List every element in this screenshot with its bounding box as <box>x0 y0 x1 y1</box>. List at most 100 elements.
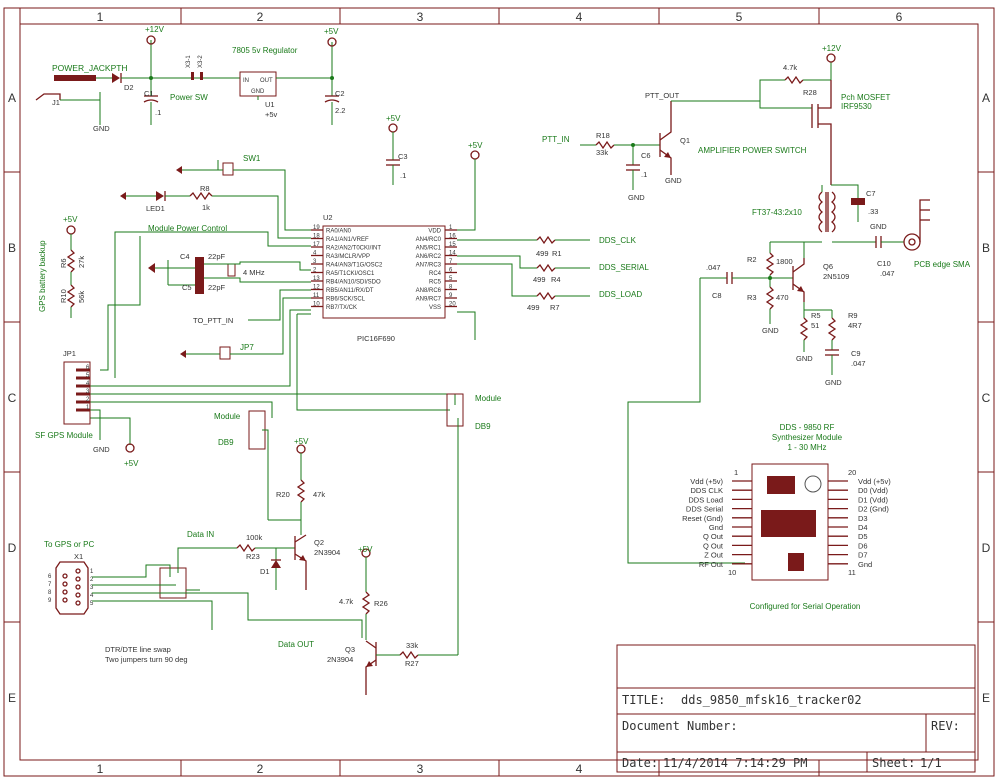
gnd-label-jp1: GND <box>93 445 110 454</box>
r2-value: 1800 <box>776 257 793 266</box>
r2-label: R2 <box>747 255 757 264</box>
power-supply-section: POWER_JACKPTH J1 GND D2 +12V C1 .1 Power… <box>35 25 345 133</box>
dds-left-pin-label: Q Out <box>703 541 724 550</box>
jp7-label: JP7 <box>240 343 254 352</box>
pcb-sma-label: PCB edge SMA <box>914 260 971 269</box>
swap-note-1: DTR/DTE line swap <box>105 645 171 654</box>
data-in-jumper <box>159 567 187 599</box>
col-label-1-bottom: 1 <box>97 762 104 776</box>
plus5v-label-gps: +5V <box>63 215 78 224</box>
row-label-e-right: E <box>982 691 990 705</box>
pic-pin-name: RB5/AN11/RX/DT <box>326 288 374 294</box>
pic-pin-name: RA1/AN1/VREF <box>326 237 369 243</box>
u1-label: U1 <box>265 100 275 109</box>
ft37-label: FT37-43:2x10 <box>752 208 802 217</box>
mosfet-label-2: IRF9530 <box>841 102 872 111</box>
r18-label: R18 <box>596 131 610 140</box>
power-sw-label: Power SW <box>170 93 208 102</box>
dds-module-body <box>751 463 829 581</box>
regulator-title: 7805 5v Regulator <box>232 46 298 55</box>
row-label-d-right: D <box>982 541 991 555</box>
power-jack-label: POWER_JACKPTH <box>52 63 128 73</box>
r27-value: 33k <box>406 641 418 650</box>
dds-pin-10: 10 <box>728 568 736 577</box>
r20-label: R20 <box>276 490 290 499</box>
dds-right-pin-label: D5 <box>858 532 868 541</box>
r7-label: R7 <box>550 303 560 312</box>
jp1-pin <box>76 384 90 388</box>
x1-pin-number: 4 <box>90 593 94 599</box>
x1-pin-number: 7 <box>48 582 52 588</box>
dds-9850-module: DDS - 9850 RF Synthesizer Module 1 - 30 … <box>682 423 891 611</box>
r4-value: 499 <box>533 275 546 284</box>
d1-label: D1 <box>260 567 270 576</box>
r1-resistor <box>536 235 556 245</box>
pic-left-pins: RA0/AN019RA1/AN1/VREF18RA2/AN2/T0CKI/INT… <box>311 225 383 311</box>
amp-switch-label: AMPLIFIER POWER SWITCH <box>698 146 807 155</box>
jp1-pin-number: 2 <box>86 397 90 403</box>
r6-label: R6 <box>59 258 68 268</box>
pic-pin-name: RA0/AN0 <box>326 229 352 235</box>
r27-label: R27 <box>405 659 419 668</box>
title-label: TITLE: <box>622 693 665 707</box>
pic-pin-name: VSS <box>429 305 441 311</box>
rf-amplifier: C7 .33 GND FT37-43:2x10 C10 .047 PCB edg… <box>627 184 971 564</box>
d1-diode <box>271 560 281 568</box>
date-value: 11/4/2014 7:14:29 PM <box>663 756 808 770</box>
xtal-label: 4 MHz <box>243 268 265 277</box>
jp1-label: JP1 <box>63 349 76 358</box>
c6-value: .1 <box>641 170 647 179</box>
pic-pin-number: 4 <box>313 251 317 257</box>
to-ptt-in-label: TO_PTT_IN <box>193 316 233 325</box>
c3-label: C3 <box>398 152 408 161</box>
pic-pin-number: 8 <box>449 285 453 291</box>
r8-label: R8 <box>200 184 210 193</box>
u1-value: +5v <box>265 110 278 119</box>
pic-pin-name: AN7/RC3 <box>416 263 442 269</box>
module-power-label: Module Power Control <box>148 224 227 233</box>
pic-pin-name: RA4/AN3/T1G/OSC2 <box>326 263 383 269</box>
r20-value: 47k <box>313 490 325 499</box>
c3-value: .1 <box>400 171 406 180</box>
q6-value: 2N5109 <box>823 272 849 281</box>
r10-label: R10 <box>59 289 68 303</box>
pic16f690-u2: U2 PIC16F690 RA0/AN019RA1/AN1/VREF18RA2/… <box>311 213 457 343</box>
c10-label: C10 <box>877 259 891 268</box>
pic-pin-name: AN5/RC1 <box>416 246 442 252</box>
sw1-switch <box>222 162 234 176</box>
q2-value: 2N3904 <box>314 548 340 557</box>
sma-connector <box>903 233 921 251</box>
col-label-2: 2 <box>257 10 264 24</box>
db9-connector <box>55 561 89 615</box>
pic-pin-name: RC5 <box>429 280 442 286</box>
r18-resistor <box>595 140 615 150</box>
jp1-pin <box>76 368 90 372</box>
row-label-a: A <box>8 91 16 105</box>
sw1-label: SW1 <box>243 154 261 163</box>
pic-pin-name: AN6/RC2 <box>416 254 442 260</box>
q6-label: Q6 <box>823 262 833 271</box>
dds-left-pin-label: Q Out <box>703 532 724 541</box>
module-jumper-right <box>446 393 464 427</box>
col-label-4-bottom: 4 <box>576 762 583 776</box>
dds-left-pin-label: Z Out <box>704 551 724 560</box>
rev-label: REV: <box>931 719 960 733</box>
c4-value: 22pF <box>208 252 226 261</box>
c2-value: 2.2 <box>335 106 345 115</box>
c1-value: .1 <box>155 108 161 117</box>
title-value: dds_9850_mfsk16_tracker02 <box>681 693 862 707</box>
data-in-label: Data IN <box>187 530 214 539</box>
pic-pin-number: 15 <box>449 242 456 248</box>
jp7-jumper <box>219 346 231 360</box>
r1-value: 499 <box>536 249 549 258</box>
pic-pin-number: 9 <box>449 293 453 299</box>
dds-left-pin-label: DDS CLK <box>690 486 723 495</box>
pic-pin-number: 6 <box>449 268 453 274</box>
r26-value: 4.7k <box>339 597 353 606</box>
gps-battery-backup: +5V GPS battery backup R6 27k R10 56k <box>38 215 86 318</box>
sheet-value: 1/1 <box>920 756 942 770</box>
title-block: TITLE: dds_9850_mfsk16_tracker02 Documen… <box>616 644 976 773</box>
dds-left-pin-label: DDS Load <box>688 495 723 504</box>
c5-label: C5 <box>182 283 192 292</box>
